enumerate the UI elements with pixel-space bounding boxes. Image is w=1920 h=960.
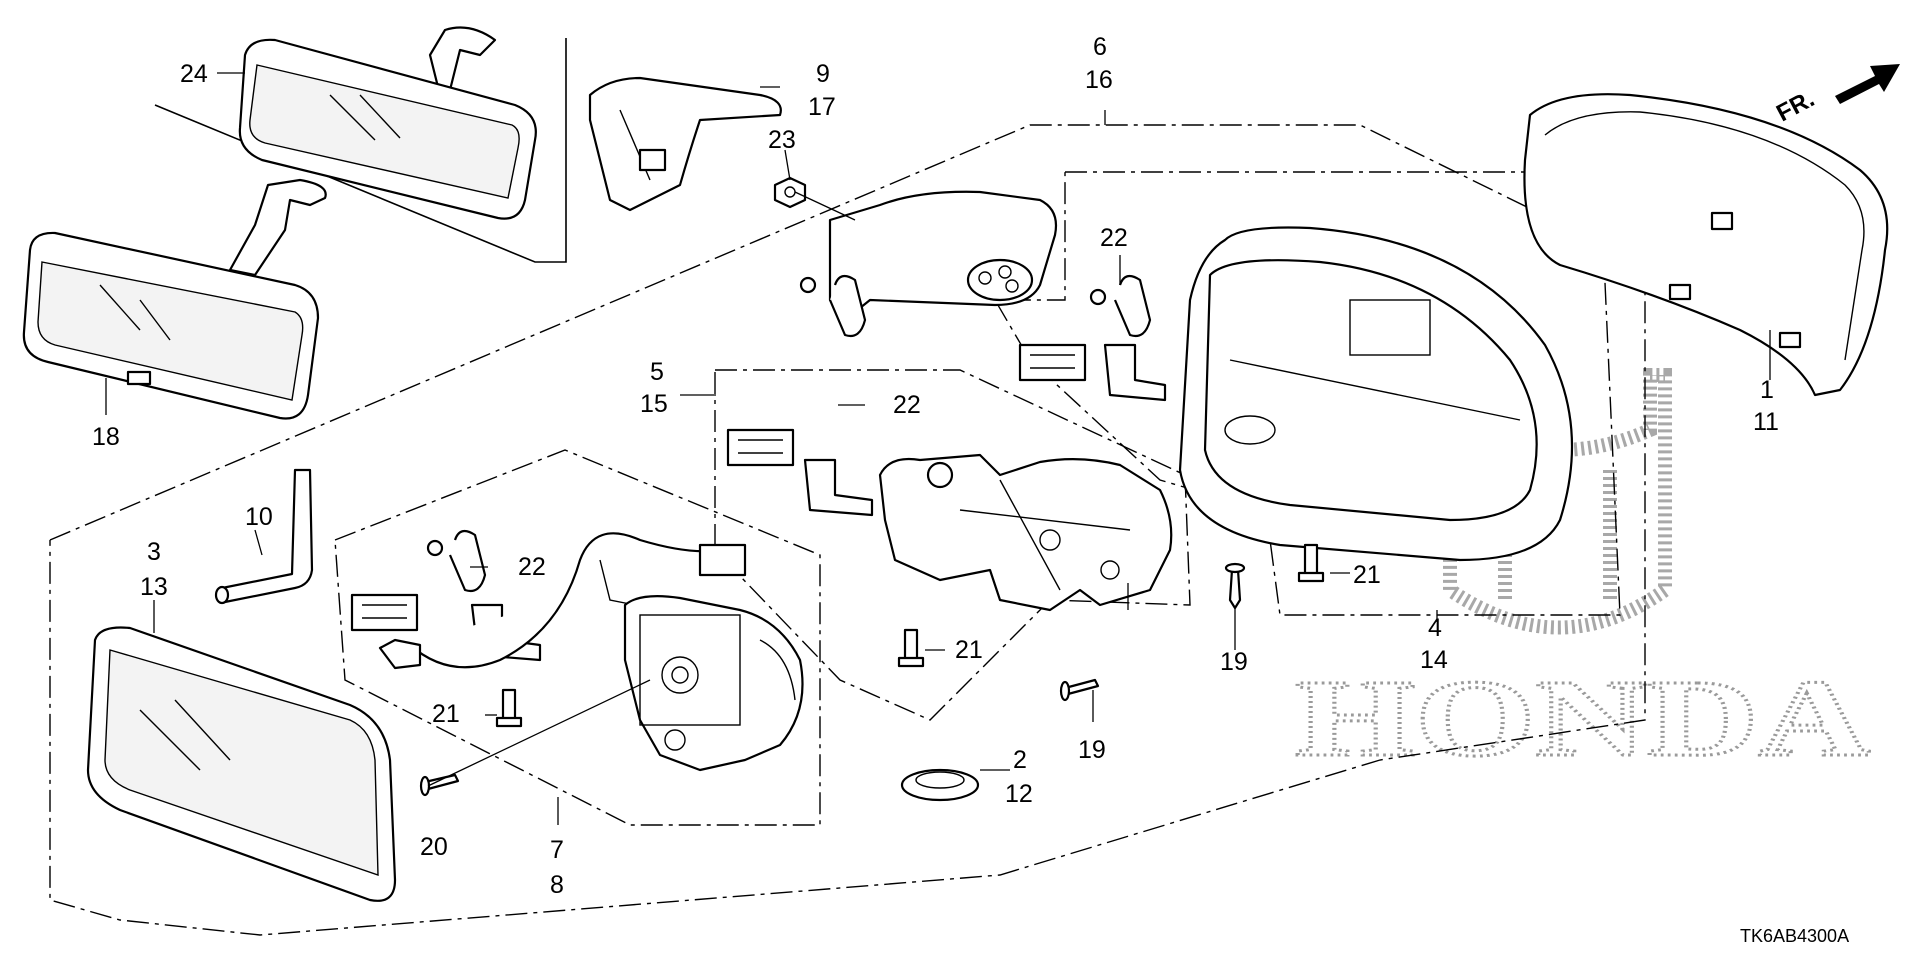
callout-16: 16 <box>1085 66 1113 94</box>
callout-10: 10 <box>245 503 273 531</box>
callout-3: 3 <box>147 538 161 566</box>
callout-7: 7 <box>550 836 564 864</box>
callout-22-lower: 22 <box>518 553 546 581</box>
callout-14: 14 <box>1420 646 1448 674</box>
callout-24: 24 <box>180 60 208 88</box>
nut-23 <box>773 176 807 209</box>
leader-lines <box>105 72 1771 825</box>
callout-22-middle: 22 <box>893 391 921 419</box>
rearview-mirror-upper <box>238 26 537 220</box>
honda-wordmark-watermark: HONDA <box>1295 657 1870 779</box>
mirror-base-bracket <box>828 190 1058 322</box>
callout-23: 23 <box>768 126 796 154</box>
callout-1: 1 <box>1760 376 1774 404</box>
mirror-base-cover <box>588 76 782 212</box>
ring-2-12 <box>900 768 980 802</box>
motor-harness <box>378 532 747 670</box>
front-direction-arrow-icon <box>1835 64 1900 104</box>
screw-20 <box>419 773 460 797</box>
callout-11: 11 <box>1753 408 1779 436</box>
rearview-inset-frame <box>154 38 567 263</box>
rearview-mirror-lower <box>22 178 327 420</box>
callout-12: 12 <box>1005 780 1033 808</box>
bracket-middle <box>803 458 874 517</box>
bolt-21-center <box>897 628 925 668</box>
connector-middle <box>726 428 795 467</box>
callout-5: 5 <box>650 358 664 386</box>
assembly-outline-main <box>49 124 1646 936</box>
callout-19-right: 19 <box>1220 648 1248 676</box>
bolt-21-right <box>1297 543 1325 583</box>
callout-4: 4 <box>1428 614 1442 642</box>
clip-22-upper <box>1089 274 1152 338</box>
front-direction-label: FR. <box>1772 85 1819 127</box>
callout-20: 20 <box>420 833 448 861</box>
connector-upper <box>1018 343 1087 382</box>
callout-21-left: 21 <box>432 700 460 728</box>
mirror-motor <box>623 595 804 772</box>
callout-8: 8 <box>550 871 564 899</box>
callout-9: 9 <box>816 60 830 88</box>
diagram-reference-code: TK6AB4300A <box>1740 926 1849 946</box>
bolt-21-left <box>495 688 523 728</box>
clip-22-lower <box>426 529 487 593</box>
callout-2: 2 <box>1013 746 1027 774</box>
mirror-glass <box>86 626 397 902</box>
callout-22-upper: 22 <box>1100 224 1128 252</box>
callout-13: 13 <box>140 573 168 601</box>
clip-22-middle <box>799 274 867 338</box>
callout-21-right: 21 <box>1353 561 1381 589</box>
mirror-housing <box>1178 226 1574 562</box>
callout-15: 15 <box>640 390 668 418</box>
mirror-actuator <box>878 453 1173 612</box>
screw-19-right <box>1224 562 1246 610</box>
callout-17: 17 <box>808 93 836 121</box>
mirror-skull-cap <box>1523 93 1889 397</box>
callout-18: 18 <box>92 423 120 451</box>
screw-19-center <box>1059 678 1100 702</box>
harness-subassembly-outline <box>334 449 821 826</box>
callout-6: 6 <box>1093 33 1107 61</box>
callout-19-center: 19 <box>1078 736 1106 764</box>
callout-21-center: 21 <box>955 636 983 664</box>
connector-lower <box>350 593 419 632</box>
bracket-upper <box>1103 343 1167 402</box>
hose-10 <box>214 468 314 605</box>
